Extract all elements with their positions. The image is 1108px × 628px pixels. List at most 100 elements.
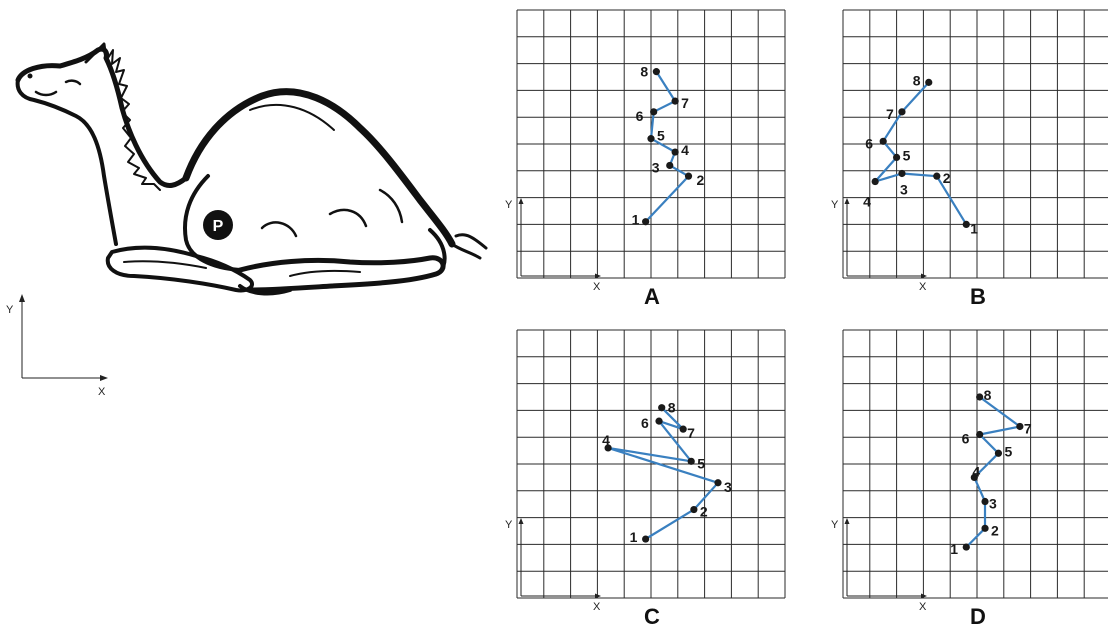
point-label-4: 4	[972, 463, 980, 479]
point-p-marker: P	[203, 210, 233, 240]
point-2	[933, 172, 941, 180]
grid-lines	[516, 9, 786, 279]
point-label-3: 3	[652, 159, 660, 175]
point-5	[994, 449, 1003, 457]
point-3	[666, 161, 674, 170]
point-label-5: 5	[903, 147, 911, 163]
point-7	[1016, 422, 1024, 431]
x-arrow-icon	[595, 593, 601, 599]
point-8	[976, 393, 984, 401]
point-6	[655, 417, 663, 425]
point-label-2: 2	[943, 170, 951, 186]
y-arrow-icon	[518, 198, 524, 204]
panel-label: D	[970, 604, 986, 628]
x-arrow-icon	[921, 273, 927, 279]
point-label-1: 1	[630, 529, 638, 545]
point-label-7: 7	[687, 425, 695, 441]
point-2	[690, 505, 698, 514]
ref-y-label: Y	[6, 304, 14, 316]
y-arrow-icon	[844, 518, 850, 524]
point-label-6: 6	[636, 108, 644, 124]
point-label-4: 4	[863, 194, 871, 210]
point-p-dot	[203, 210, 233, 240]
panel-axes: YX	[831, 198, 927, 293]
point-8	[652, 68, 660, 76]
point-5	[687, 457, 695, 465]
connecting-line	[607, 406, 720, 540]
point-8	[658, 404, 666, 412]
point-1	[962, 220, 970, 228]
point-label-7: 7	[886, 106, 894, 122]
point-label-3: 3	[900, 181, 908, 197]
point-3	[898, 169, 906, 178]
point-1	[642, 535, 650, 543]
ref-x-arrow-icon	[100, 375, 108, 381]
point-1	[962, 543, 970, 551]
point-5	[893, 153, 901, 161]
point-label-5: 5	[1004, 443, 1012, 459]
reference-axes: Y X	[6, 294, 108, 398]
point-label-4: 4	[602, 432, 610, 448]
point-label-3: 3	[724, 479, 732, 495]
panel-x-label: X	[919, 601, 927, 613]
panel-y-label: Y	[831, 519, 839, 531]
point-label-5: 5	[657, 128, 665, 144]
panel-y-label: Y	[831, 199, 839, 211]
point-label-7: 7	[681, 95, 689, 111]
panel-label: A	[644, 284, 660, 309]
point-label-6: 6	[641, 415, 649, 431]
panel-x-label: X	[593, 601, 601, 613]
point-6	[650, 108, 658, 116]
point-label-3: 3	[989, 496, 997, 512]
ref-y-arrow-icon	[19, 294, 25, 302]
panel-y-label: Y	[505, 519, 513, 531]
point-label-1: 1	[950, 541, 958, 557]
connecting-line	[965, 396, 1021, 548]
panel-y-label: Y	[505, 199, 513, 211]
point-label-2: 2	[697, 172, 705, 188]
point-4	[871, 177, 879, 186]
x-arrow-icon	[921, 593, 927, 599]
point-label-2: 2	[700, 504, 708, 520]
panel-x-label: X	[919, 281, 927, 293]
y-arrow-icon	[518, 518, 524, 524]
panel-label: C	[644, 604, 660, 628]
point-label-2: 2	[991, 522, 999, 538]
point-label-5: 5	[697, 455, 705, 471]
panel-label: B	[970, 284, 986, 309]
point-2	[684, 172, 693, 180]
panel-x-label: X	[593, 281, 601, 293]
grid-lines	[842, 329, 1108, 599]
point-8	[925, 78, 933, 86]
point-label-1: 1	[632, 212, 640, 228]
point-4	[604, 444, 612, 452]
point-6	[879, 137, 887, 145]
x-arrow-icon	[595, 273, 601, 279]
point-1	[642, 218, 650, 226]
camel-illustration	[15, 42, 488, 296]
panel-axes: YX	[505, 518, 601, 613]
grid-panels: YX12345678AYX12345678BYX12345678CYX12345…	[505, 9, 1108, 628]
point-7	[671, 97, 679, 105]
point-label-7: 7	[1024, 420, 1032, 436]
point-label-8: 8	[668, 400, 676, 416]
panel-axes: YX	[831, 518, 927, 613]
point-label-6: 6	[962, 431, 970, 447]
ref-x-label: X	[98, 386, 106, 398]
point-3	[714, 479, 722, 487]
point-label-1: 1	[970, 220, 978, 236]
point-5	[647, 135, 655, 143]
point-label-4: 4	[681, 142, 689, 158]
point-3	[981, 497, 989, 506]
panel-axes: YX	[505, 198, 601, 293]
point-label-8: 8	[640, 64, 648, 80]
point-label-6: 6	[865, 135, 873, 151]
point-4	[970, 473, 978, 481]
point-6	[976, 430, 984, 439]
point-p-label: P	[213, 218, 224, 235]
